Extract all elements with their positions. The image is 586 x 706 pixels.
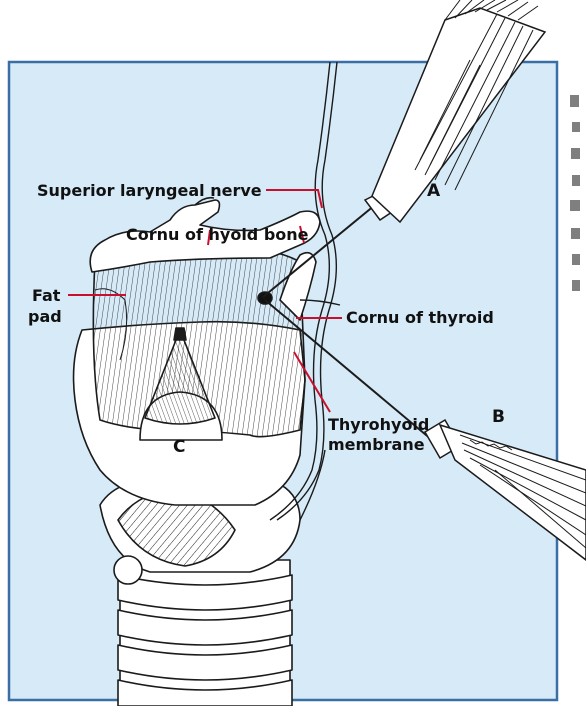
label-needle-b: B	[492, 407, 505, 427]
nerve-entry-point	[258, 292, 272, 304]
label-needle-a: A	[427, 181, 441, 201]
label-approach-c: C	[173, 437, 185, 457]
label-cornu-thyroid: Cornu of thyroid	[346, 308, 494, 327]
label-superior-laryngeal-nerve: Superior laryngeal nerve	[37, 181, 262, 200]
clipped-side-text	[570, 95, 580, 291]
trachea	[118, 560, 292, 706]
label-fat-pad-line2: pad	[28, 307, 62, 326]
label-fat-pad-line1: Fat	[32, 286, 61, 305]
label-cornu-hyoid-bone: Cornu of hyoid bone	[126, 225, 309, 244]
label-thyrohyoid-line2: membrane	[328, 435, 425, 454]
tubercle	[114, 556, 142, 584]
label-thyrohyoid-line1: Thyrohyoid	[328, 415, 429, 434]
